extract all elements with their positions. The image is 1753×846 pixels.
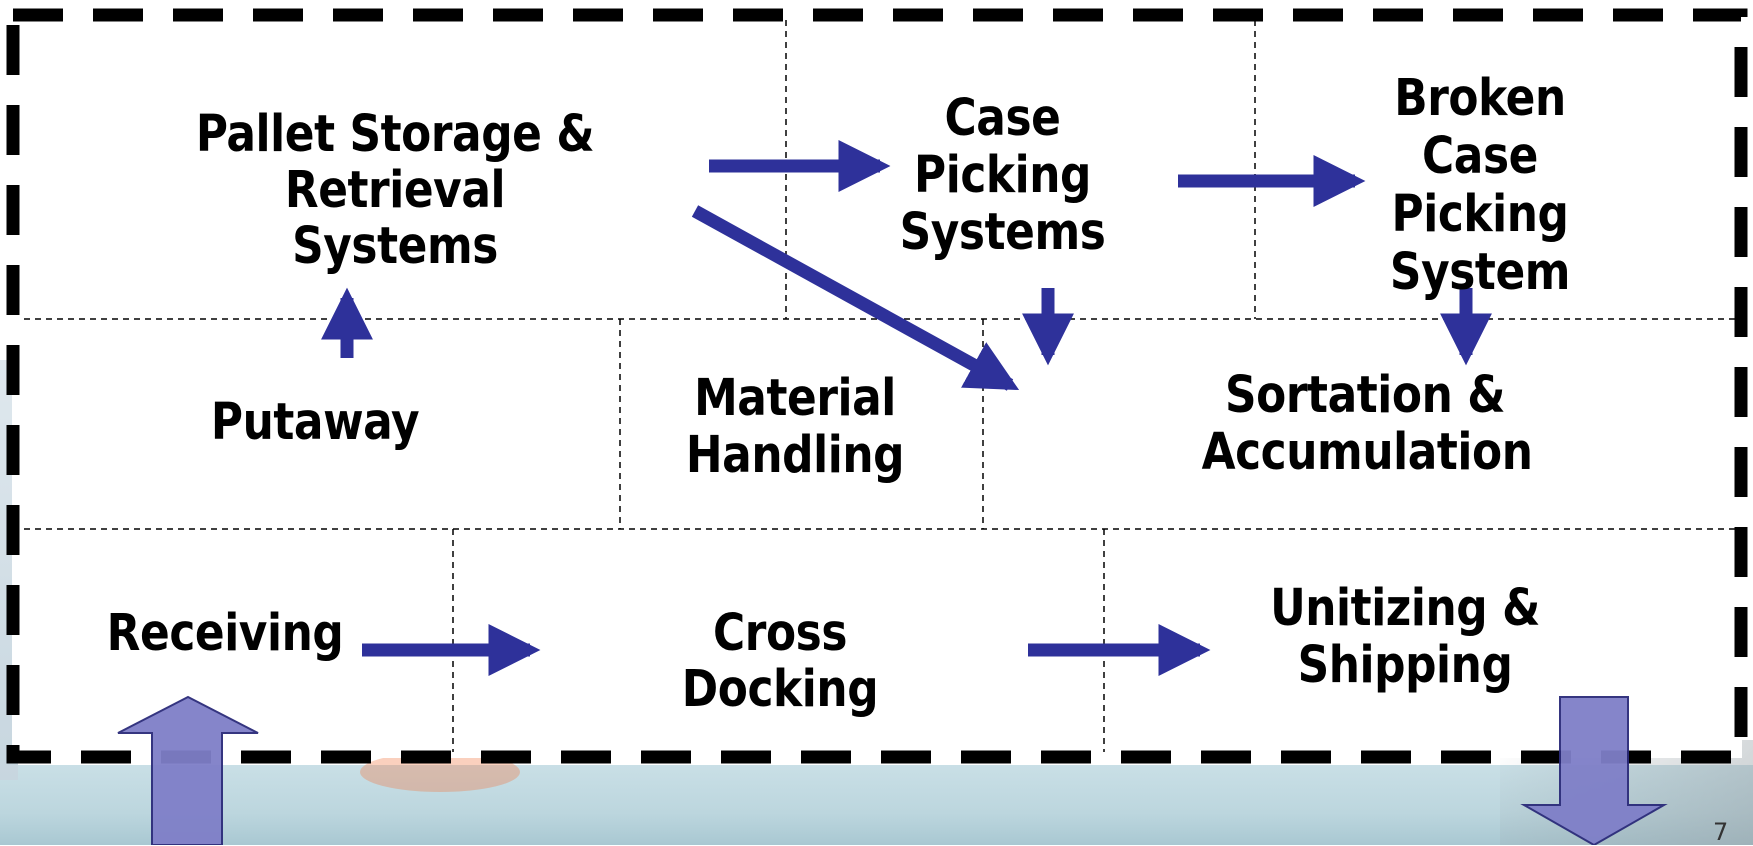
node-broken-case-picking: Broken Case Picking System (1389, 69, 1571, 302)
big-down-arrow-icon (1520, 696, 1668, 845)
node-cross-docking: Cross Docking (681, 604, 879, 719)
node-case-picking: Case Picking Systems (899, 89, 1106, 262)
arrow-pallet-to-sortation (691, 205, 1020, 391)
node-material-handling: Material Handling (685, 369, 905, 485)
diagram-panel (12, 14, 1742, 758)
node-putaway: Putaway (210, 393, 420, 452)
big-up-arrow-icon (117, 695, 259, 845)
node-receiving: Receiving (106, 604, 344, 663)
node-pallet-storage: Pallet Storage & Retrieval Systems (195, 105, 595, 276)
node-sortation: Sortation & Accumulation (1201, 366, 1533, 482)
page-number: 7 (1713, 818, 1729, 846)
dashed-border (6, 8, 1748, 764)
node-unitizing-shipping: Unitizing & Shipping (1270, 579, 1540, 695)
background-strip (0, 765, 1753, 845)
grid-dividers (24, 20, 1738, 752)
